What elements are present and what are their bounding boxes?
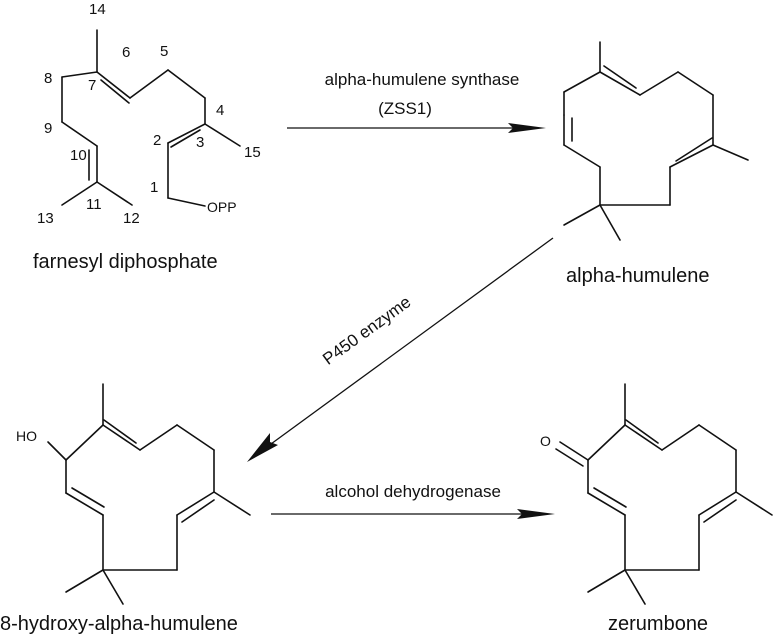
- zerumbone-bond: [735, 491, 773, 516]
- atom-number-6: 6: [122, 44, 130, 61]
- hydroxy-bond: [176, 424, 215, 451]
- reaction-arrow-3: alcohol dehydrogenase: [271, 482, 555, 519]
- zerumbone-structure: O zerumbone: [540, 383, 773, 635]
- fpp-bond: [170, 129, 201, 148]
- humulene-bond: [712, 144, 749, 161]
- fpp-bond: [204, 123, 241, 147]
- zerumbone-bond: [703, 499, 737, 523]
- reaction-3-enzyme-label: alcohol dehydrogenase: [325, 482, 501, 501]
- zerumbone-bond: [698, 491, 737, 516]
- humulene-bond: [639, 71, 679, 96]
- fpp-bond: [167, 197, 206, 207]
- atom-number-11: 11: [86, 196, 102, 213]
- zerumbone-bond: [624, 424, 663, 451]
- zerumbone-bond: [587, 492, 626, 516]
- humulene-bond: [599, 71, 641, 96]
- zerumbone-bond: [624, 569, 646, 605]
- farnesyl-diphosphate-structure: OPP 1 2 3 4 5 6 7 8 9 10 11 12 13 14 15 …: [33, 1, 261, 273]
- reaction-arrow-2: P450 enzyme: [247, 237, 554, 462]
- atom-number-13: 13: [37, 210, 54, 227]
- atom-number-7: 7: [88, 77, 96, 94]
- zerumbone-bond: [587, 424, 626, 461]
- fpp-bond: [61, 121, 98, 147]
- atom-number-15: 15: [244, 144, 261, 161]
- hydroxy-bond: [139, 424, 178, 451]
- reaction-1-enzyme-label: alpha-humulene synthase: [325, 70, 520, 89]
- atom-number-8: 8: [44, 70, 52, 87]
- zerumbone-bond: [625, 419, 659, 444]
- hydroxy-bond: [71, 487, 105, 508]
- hydroxy-bond: [65, 569, 104, 593]
- zerumbone-bond: [555, 448, 584, 467]
- zerumbone-name: zerumbone: [608, 613, 708, 635]
- fpp-bond: [129, 69, 169, 99]
- fpp-bond: [61, 71, 98, 78]
- atom-number-10: 10: [70, 147, 87, 164]
- atom-number-14: 14: [89, 1, 106, 18]
- hydroxy-name: 8-hydroxy-alpha-humulene: [0, 613, 238, 635]
- zerumbone-bond: [661, 424, 700, 451]
- zerumbone-bond: [698, 424, 737, 451]
- fpp-name: farnesyl diphosphate: [33, 251, 218, 273]
- fpp-bond: [100, 79, 130, 104]
- arrow-3-head: [517, 509, 555, 519]
- reaction-arrow-1: alpha-humulene synthase (ZSS1): [287, 70, 546, 133]
- fpp-bond: [96, 71, 131, 99]
- atom-number-12: 12: [123, 210, 140, 227]
- hydroxy-humulene-structure: HO 8-hydroxy-alpha-humulene: [0, 383, 251, 635]
- alpha-humulene-structure: alpha-humulene: [563, 41, 749, 287]
- humulene-name: alpha-humulene: [566, 265, 709, 287]
- atom-number-5: 5: [160, 43, 168, 60]
- atom-number-3: 3: [196, 134, 204, 151]
- hydroxy-bond: [47, 441, 67, 461]
- humulene-bond: [563, 204, 601, 226]
- reaction-1-gene-label: (ZSS1): [378, 99, 432, 118]
- hydroxy-bond: [65, 492, 104, 516]
- reaction-2-enzyme-label: P450 enzyme: [319, 292, 414, 368]
- hydroxy-bond: [65, 424, 104, 461]
- zerumbone-bond: [559, 441, 589, 461]
- humulene-bond: [563, 71, 601, 93]
- hydroxy-bond: [102, 569, 124, 605]
- atom-number-1: 1: [150, 179, 158, 196]
- hydroxy-bond: [103, 419, 137, 444]
- fpp-bond: [96, 181, 133, 206]
- zerumbone-bond: [587, 569, 626, 593]
- fpp-opp-label: OPP: [207, 199, 237, 215]
- fpp-bond: [61, 181, 98, 206]
- arrow-2-shaft: [259, 237, 554, 453]
- hydroxy-bond: [102, 424, 141, 451]
- zerumbone-o-label: O: [540, 433, 551, 449]
- hydroxy-bond: [181, 499, 215, 523]
- fpp-bond: [167, 123, 206, 144]
- humulene-bond: [677, 71, 714, 96]
- hydroxy-bond: [213, 491, 251, 516]
- atom-number-9: 9: [44, 120, 52, 137]
- arrow-2-head: [247, 433, 278, 462]
- arrow-1-head: [508, 123, 546, 133]
- hydroxy-ho-label: HO: [16, 428, 37, 444]
- humulene-bond: [669, 144, 714, 168]
- atom-number-2: 2: [153, 132, 161, 149]
- humulene-bond: [563, 144, 601, 168]
- humulene-bond: [603, 65, 637, 89]
- atom-number-4: 4: [216, 102, 224, 119]
- humulene-bond: [675, 137, 713, 162]
- hydroxy-bond: [176, 491, 215, 516]
- humulene-bond: [599, 204, 621, 241]
- fpp-bond: [167, 69, 206, 99]
- zerumbone-bond: [593, 487, 627, 508]
